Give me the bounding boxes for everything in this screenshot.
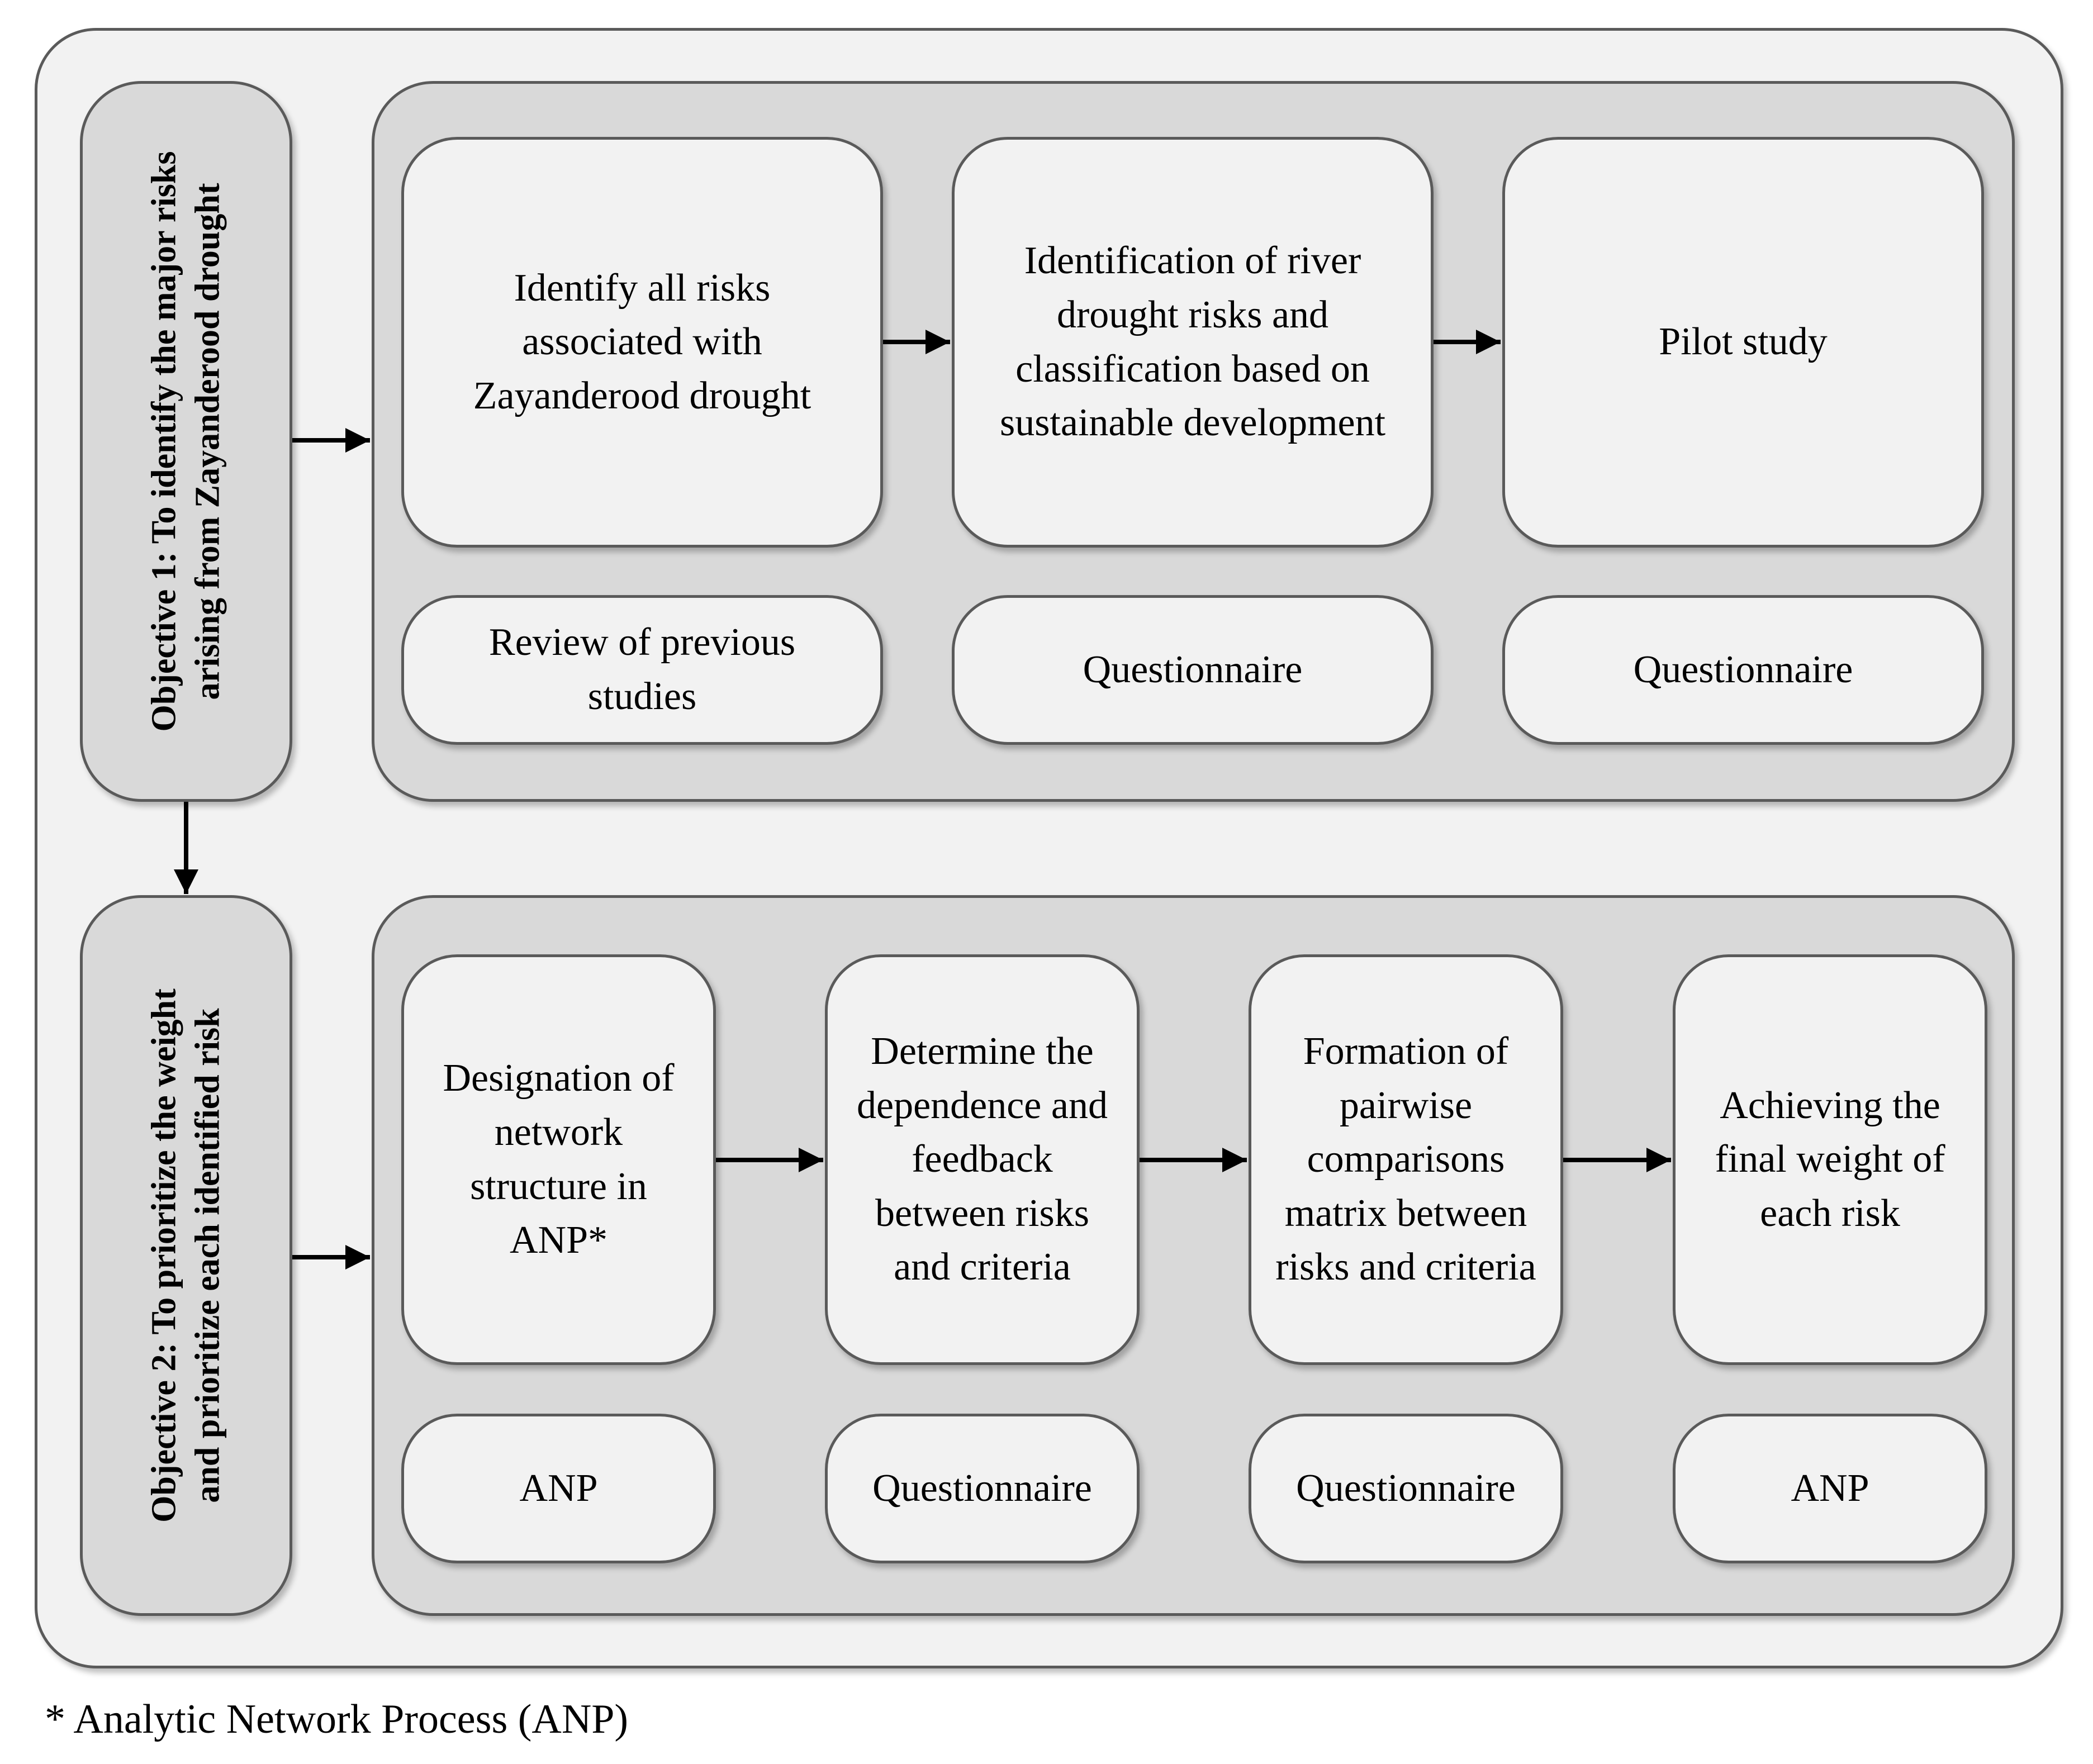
objective-1-step-3: Pilot study [1502, 137, 1984, 548]
objective-2-method-3: Questionnaire [1249, 1414, 1563, 1563]
objective-1-step-1: Identify all risks associated with Zayan… [401, 137, 883, 548]
objective-2-step-1: Designation of network structure in ANP* [401, 954, 716, 1365]
objective-1-method-1: Review of previous studies [401, 595, 883, 745]
objective-2-step-3: Formation of pairwise comparisons matrix… [1249, 954, 1563, 1365]
objective-1-method-2: Questionnaire [952, 595, 1434, 745]
objective-2-label: Objective 2: To prioritize the weight an… [80, 895, 292, 1616]
objective-2-method-2: Questionnaire [825, 1414, 1140, 1563]
objective-2-method-4: ANP [1673, 1414, 1987, 1563]
objective-1-step-2: Identification of river drought risks an… [952, 137, 1434, 548]
objective-1-label: Objective 1: To identify the major risks… [80, 81, 292, 802]
footnote: * Analytic Network Process (ANP) [45, 1696, 629, 1742]
objective-2-step-4: Achieving the final weight of each risk [1673, 954, 1987, 1365]
objective-2-method-1: ANP [401, 1414, 716, 1563]
objective-1-method-3: Questionnaire [1502, 595, 1984, 745]
objective-2-step-2: Determine the dependence and feedback be… [825, 954, 1140, 1365]
